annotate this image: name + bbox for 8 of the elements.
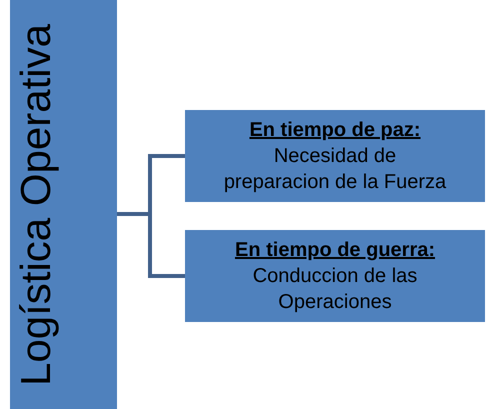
- info-box: [185, 230, 485, 322]
- box-text: Necesidad de preparacion de la Fuerza: [222, 144, 448, 195]
- box-text: Conduccion de las Operaciones: [252, 264, 418, 315]
- box-heading: En tiempo de paz:: [249, 118, 421, 143]
- box-heading: En tiempo de guerra:: [234, 238, 436, 263]
- title-panel: [10, 0, 117, 409]
- vertical-title: Logística Operativa: [14, 22, 60, 388]
- info-box: [185, 110, 485, 202]
